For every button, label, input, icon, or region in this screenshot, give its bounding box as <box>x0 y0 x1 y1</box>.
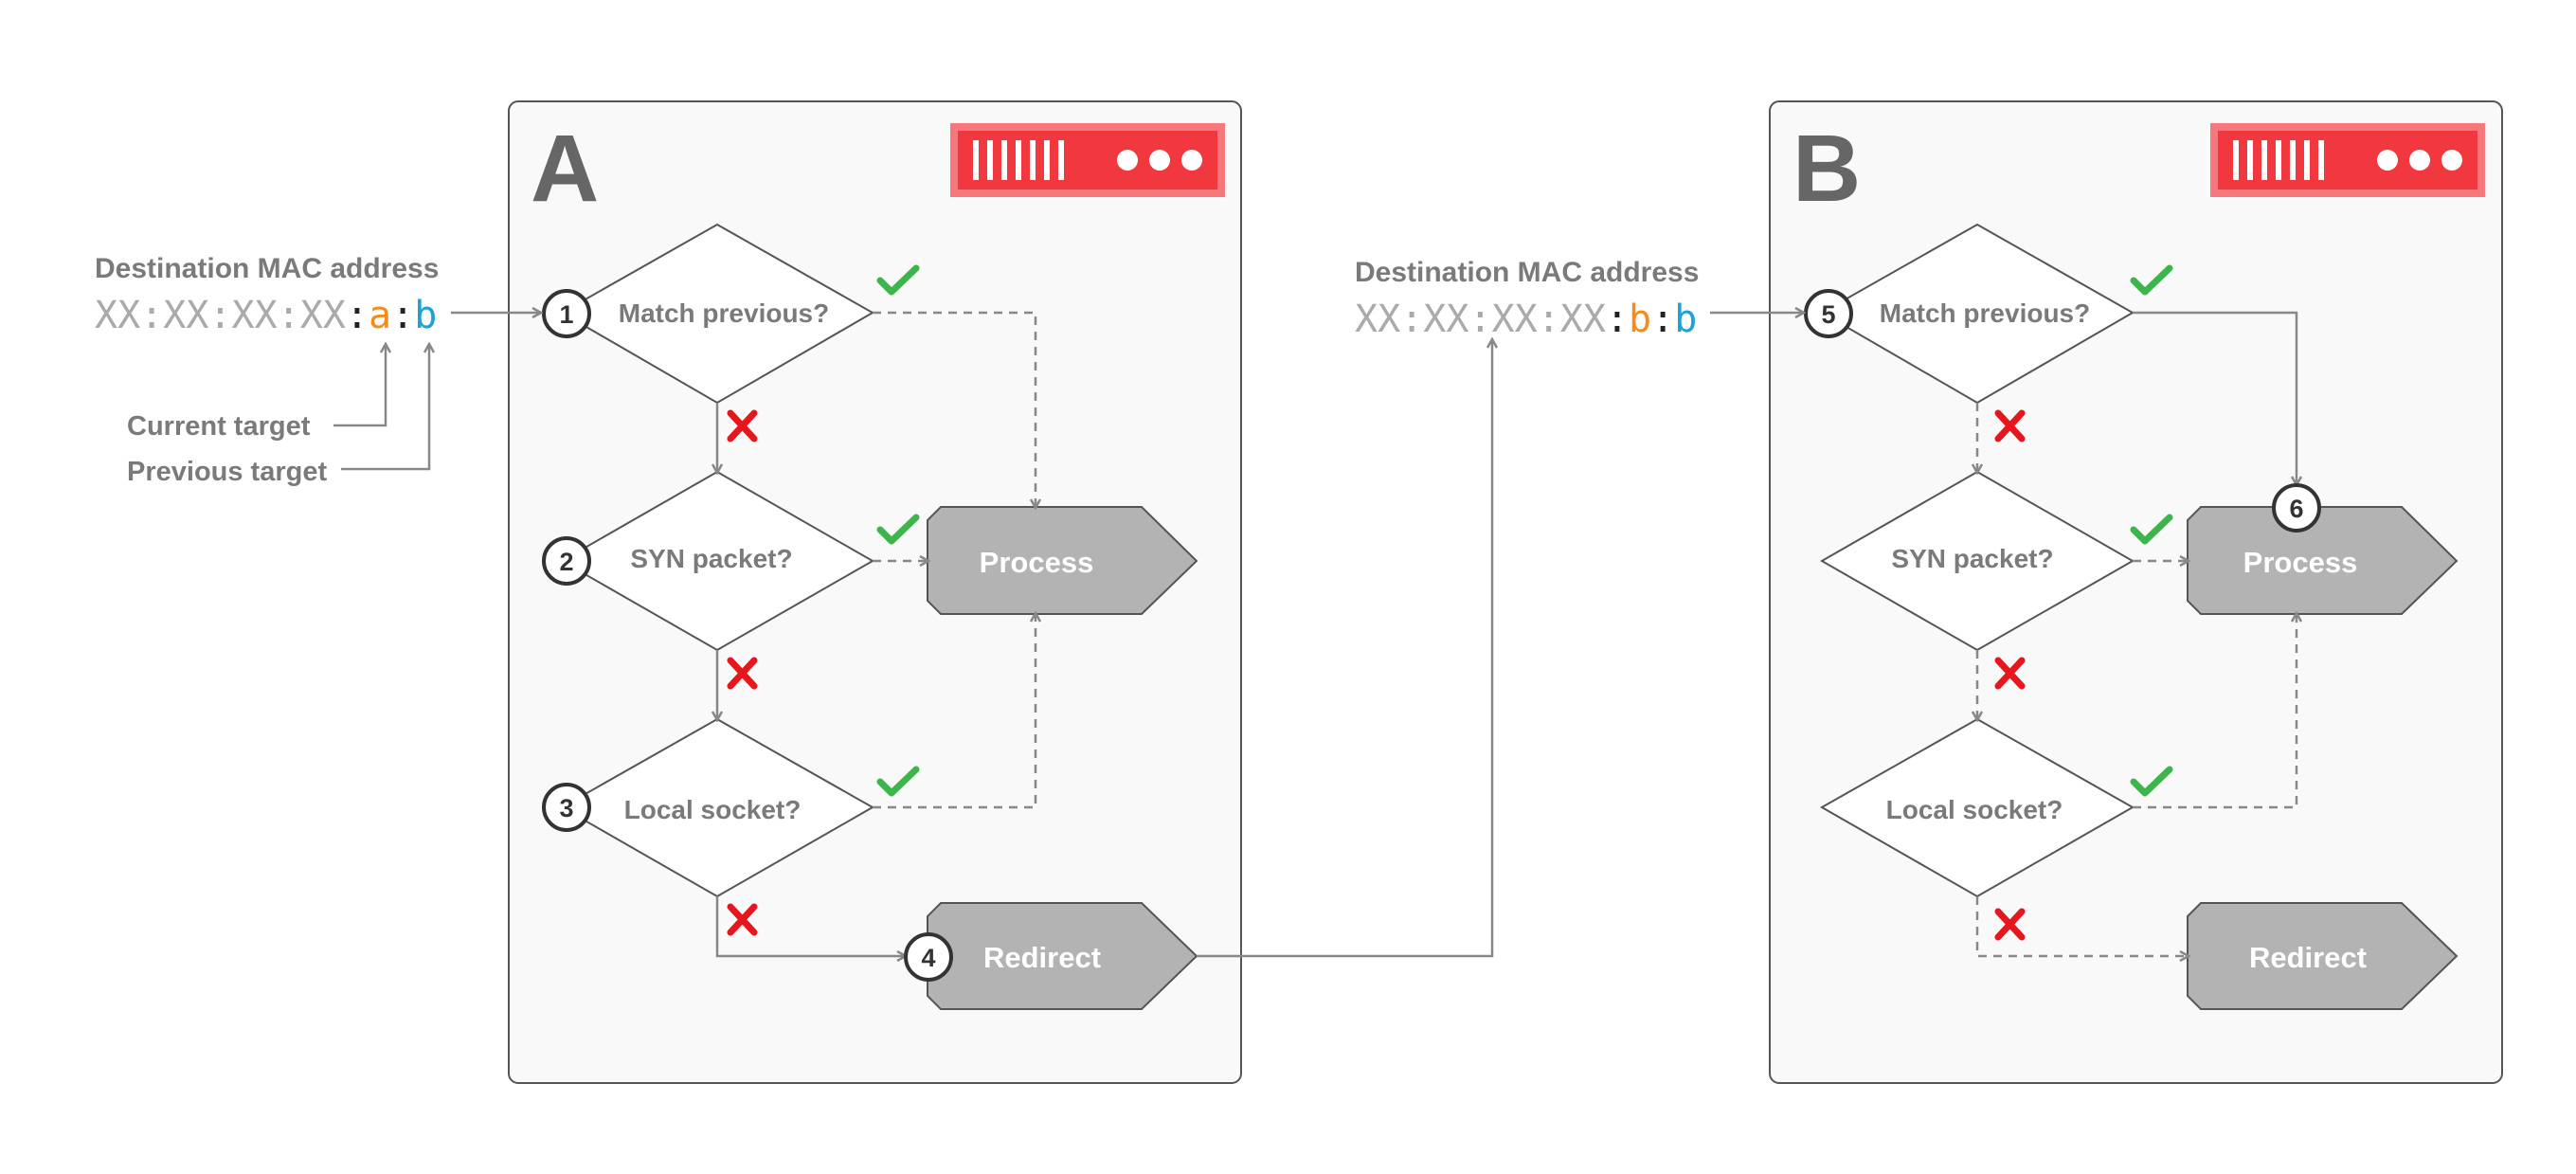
previous-target-label: Previous target <box>127 457 327 487</box>
process-box-label: Process <box>980 546 1094 579</box>
step-5: 5 <box>1804 289 1853 338</box>
mac-address-b: Destination MAC address XX:XX:XX:XX:b:b <box>1355 257 1803 341</box>
mac-address-b-title: Destination MAC address <box>1355 257 1699 288</box>
svg-text:4: 4 <box>921 944 935 972</box>
check-icon <box>876 264 920 296</box>
check-icon <box>876 514 920 545</box>
decision-match-previous-label: Match previous? <box>1880 298 2090 328</box>
step-6: 6 <box>2272 483 2321 533</box>
decision-match-previous-label: Match previous? <box>619 298 829 328</box>
svg-text:3: 3 <box>559 794 573 822</box>
check-icon <box>2130 766 2173 797</box>
panel-b-letter: B <box>1792 116 1861 222</box>
redirect-box-label: Redirect <box>983 941 1101 974</box>
step-2: 2 <box>542 536 591 586</box>
check-icon <box>876 766 920 797</box>
step-4: 4 <box>904 932 953 982</box>
cross-icon <box>1994 409 2026 443</box>
step-3: 3 <box>542 783 591 832</box>
redirect-box-label: Redirect <box>2249 941 2367 974</box>
redirect-box <box>927 902 1198 1010</box>
mac-address-a-value: XX:XX:XX:XX:a:b <box>95 294 437 337</box>
server-icon <box>950 123 1225 197</box>
redirect-box <box>2187 902 2459 1010</box>
check-icon <box>2130 514 2173 545</box>
panel-a-letter: A <box>531 116 599 222</box>
decision-syn-packet-label: SYN packet? <box>1891 544 2053 573</box>
step-1: 1 <box>542 289 591 338</box>
svg-text:5: 5 <box>1821 300 1835 329</box>
cross-icon <box>727 409 758 443</box>
decision-syn-packet-label: SYN packet? <box>630 544 792 573</box>
check-icon <box>2130 264 2173 296</box>
cross-icon <box>727 903 758 936</box>
decision-local-socket-label: Local socket? <box>624 795 802 824</box>
svg-text:6: 6 <box>2289 495 2303 523</box>
server-icon <box>2210 123 2485 197</box>
decision-local-socket-label: Local socket? <box>1886 795 2063 824</box>
mac-address-a-title: Destination MAC address <box>95 253 439 284</box>
svg-text:2: 2 <box>559 548 573 576</box>
cross-icon <box>727 657 758 690</box>
svg-text:1: 1 <box>559 300 573 329</box>
process-box-label: Process <box>2243 546 2358 579</box>
process-box <box>927 506 1198 615</box>
panel-b: B Match previous? SYN packet? Local sock… <box>1769 100 2503 1084</box>
cross-icon <box>1994 657 2026 690</box>
panel-a: A Match previous? SYN packet? Local sock… <box>508 100 1242 1084</box>
mac-address-b-value: XX:XX:XX:XX:b:b <box>1355 298 1697 341</box>
mac-address-a: Destination MAC address XX:XX:XX:XX:a:b … <box>95 253 540 487</box>
current-target-label: Current target <box>127 411 311 442</box>
cross-icon <box>1994 908 2026 941</box>
